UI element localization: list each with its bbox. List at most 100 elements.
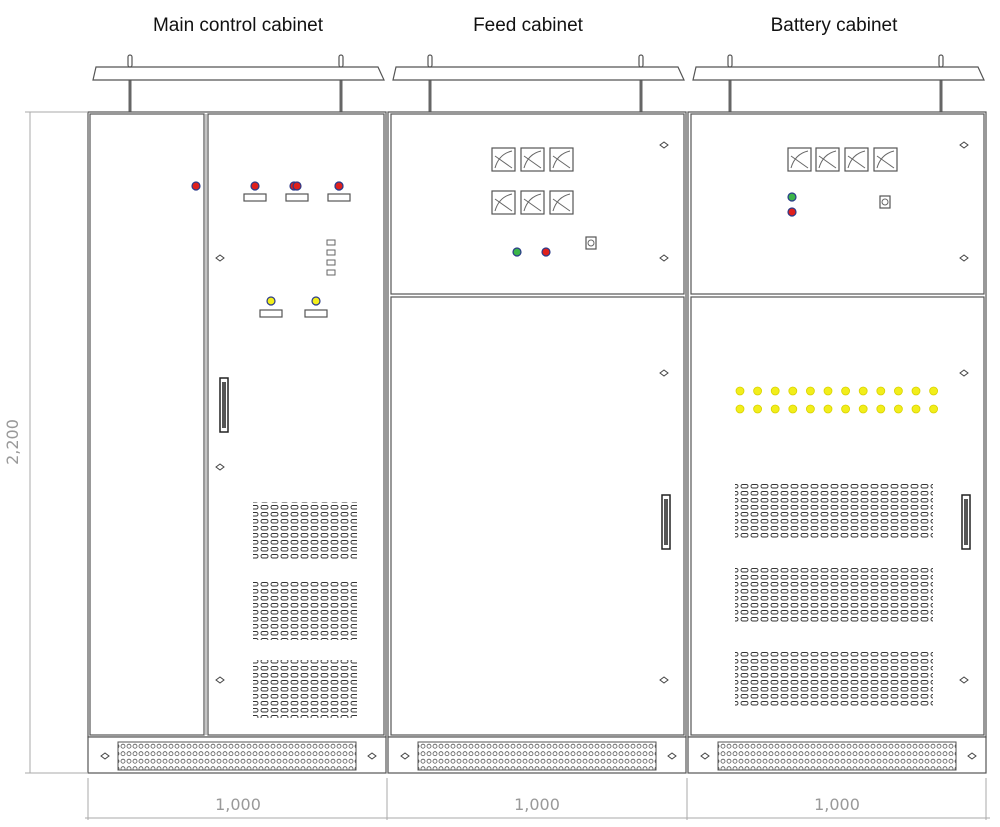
ventilation-grille — [253, 582, 357, 640]
height-dimension: 2,200 — [3, 419, 22, 465]
battery-indicator-lamp — [894, 404, 903, 414]
battery-indicator-lamp — [858, 404, 868, 414]
hinge-icon — [959, 141, 969, 149]
door-handle-grip — [964, 499, 968, 545]
panel-meter-icon — [787, 147, 812, 172]
hinge-icon — [959, 254, 969, 262]
cabinet-title-main: Main control cabinet — [153, 15, 324, 36]
indicator-lamp-icon — [512, 247, 522, 257]
indicator-lamp-icon — [191, 181, 201, 191]
battery-indicator-lamp — [806, 404, 815, 414]
cabinet-roof — [392, 66, 685, 81]
battery-indicator-lamp — [788, 404, 798, 414]
battery-indicator-lamp — [929, 386, 938, 396]
plinth-perforation — [117, 741, 357, 771]
indicator-lamp-icon — [541, 247, 551, 257]
cabinet-title-battery: Battery cabinet — [771, 15, 898, 36]
meter-needle — [818, 150, 837, 169]
battery-indicator-lamp — [876, 386, 886, 396]
indicator-lamp-icon — [292, 181, 302, 191]
indicator-lamp-icon — [787, 207, 797, 217]
nameplate — [304, 309, 328, 318]
lifting-eye — [938, 54, 944, 68]
battery-indicator-lamp — [911, 386, 921, 396]
nameplate — [285, 193, 309, 202]
lifting-eye — [638, 54, 644, 68]
battery-indicator-lamp — [929, 404, 938, 414]
battery-indicator-lamp — [911, 404, 921, 414]
battery-indicator-lamp — [858, 386, 868, 396]
hinge-icon — [215, 254, 225, 262]
ventilation-grille — [735, 566, 933, 622]
panel-meter-icon — [549, 190, 574, 215]
battery-indicator-lamp — [770, 386, 780, 396]
selector-switch-icon — [585, 236, 597, 250]
battery-indicator-lamp — [823, 386, 833, 396]
ventilation-grille — [253, 660, 357, 718]
indicator-lamp-icon — [250, 181, 260, 191]
meter-needle — [552, 150, 571, 169]
indicator-lamp-icon — [311, 296, 321, 306]
hmi-button — [326, 269, 336, 276]
lifting-eye — [338, 54, 344, 68]
hinge-icon — [215, 676, 225, 684]
nameplate — [327, 193, 351, 202]
meter-needle — [847, 150, 866, 169]
hinge-icon — [700, 752, 710, 760]
width-dimension-main: 1,000 — [215, 795, 261, 814]
width-dimension-battery: 1,000 — [814, 795, 860, 814]
hinge-icon — [667, 752, 677, 760]
hinge-icon — [400, 752, 410, 760]
meter-needle — [523, 150, 542, 169]
hinge-icon — [967, 752, 977, 760]
hinge-icon — [100, 752, 110, 760]
door-handle-grip — [664, 499, 668, 545]
meter-needle — [523, 193, 542, 212]
hinge-icon — [659, 676, 669, 684]
hinge-icon — [959, 369, 969, 377]
meter-needle — [552, 193, 571, 212]
meter-needle — [876, 150, 895, 169]
lifting-eye — [127, 54, 133, 68]
side-panel — [89, 113, 205, 736]
indicator-lamp-icon — [334, 181, 344, 191]
meter-needle — [494, 150, 513, 169]
door-handle-grip — [222, 382, 226, 428]
battery-indicator-lamp — [894, 386, 903, 396]
battery-indicator-lamp — [753, 386, 762, 396]
main-door — [207, 113, 385, 736]
ventilation-grille — [735, 652, 933, 708]
battery-indicator-lamp — [788, 386, 798, 396]
hmi-button — [326, 239, 336, 246]
cabinet-roof — [692, 66, 985, 81]
ventilation-grille — [735, 482, 933, 540]
indicator-lamp-icon — [266, 296, 276, 306]
hmi-button — [326, 249, 336, 256]
battery-indicator-lamp — [841, 404, 850, 414]
battery-indicator-lamp — [806, 386, 815, 396]
meter-needle — [790, 150, 809, 169]
battery-indicator-lamp — [735, 386, 745, 396]
panel-meter-icon — [549, 147, 574, 172]
panel-meter-icon — [844, 147, 869, 172]
hinge-icon — [215, 463, 225, 471]
battery-upper-door — [690, 113, 985, 295]
selector-knob — [587, 239, 595, 247]
dimension-lines — [25, 111, 990, 820]
cabinet-title-feed: Feed cabinet — [473, 15, 584, 36]
meter-needle — [494, 193, 513, 212]
nameplate — [243, 193, 267, 202]
hinge-icon — [367, 752, 377, 760]
battery-indicator-lamp — [876, 404, 886, 414]
panel-meter-icon — [520, 190, 545, 215]
plinth-perforation — [717, 741, 957, 771]
hinge-icon — [959, 676, 969, 684]
nameplate — [259, 309, 283, 318]
width-dimension-feed: 1,000 — [514, 795, 560, 814]
feed-lower-door — [390, 296, 685, 736]
hinge-icon — [659, 254, 669, 262]
panel-meter-icon — [873, 147, 898, 172]
battery-indicator-lamp — [841, 386, 850, 396]
panel-meter-icon — [491, 147, 516, 172]
